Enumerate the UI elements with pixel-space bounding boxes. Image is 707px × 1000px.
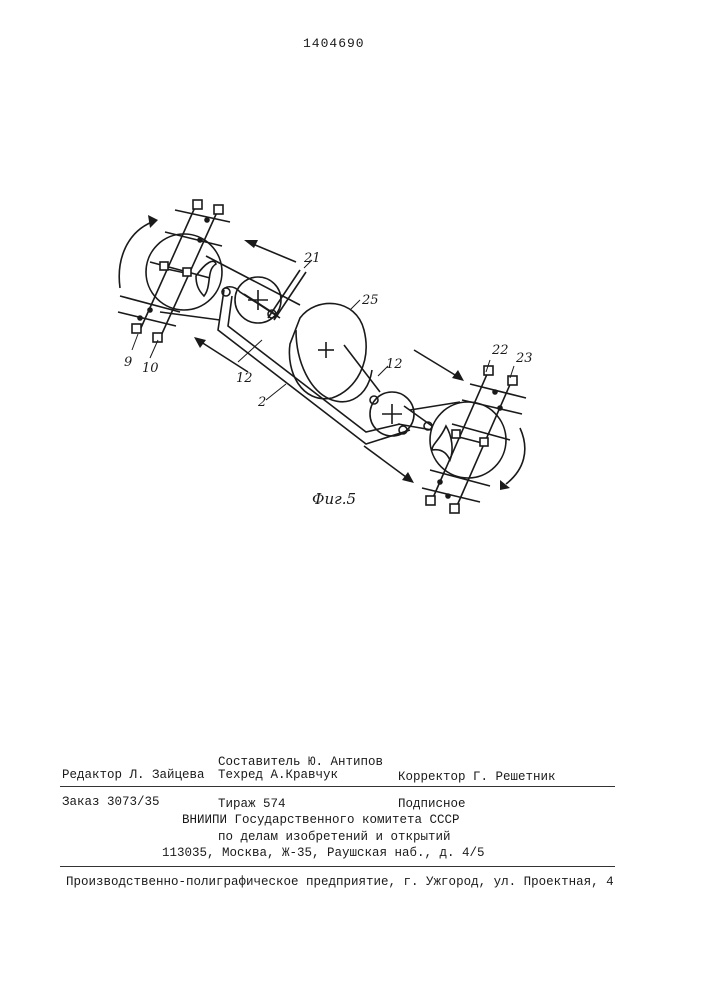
figure-caption: Фиг.5 [312, 490, 356, 508]
direction-arrows [194, 240, 464, 483]
org-line-2: по делам изобретений и открытий [218, 830, 451, 844]
label-21: 21 [303, 251, 321, 266]
rule-bottom [60, 866, 615, 867]
label-2: 2 [257, 395, 266, 410]
label-12-right: 12 [386, 357, 403, 372]
label-22: 22 [491, 343, 509, 358]
label-12-left: 12 [236, 371, 253, 386]
label-9: 9 [124, 355, 132, 370]
frame-2-inner [228, 296, 400, 432]
circulation-line: Тираж 574 [218, 797, 286, 811]
rotation-arrow-right [506, 428, 525, 484]
belt-upper-left [206, 256, 300, 305]
printer-line: Производственно-полиграфическое предприя… [66, 875, 614, 889]
org-address: 113035, Москва, Ж-35, Раушская наб., д. … [162, 846, 485, 860]
right-wheel [422, 366, 526, 513]
label-10: 10 [142, 361, 159, 376]
subscription-line: Подписное [398, 797, 466, 811]
frame-2-outer [218, 290, 410, 444]
left-wheel [118, 200, 230, 342]
label-25: 25 [361, 293, 379, 308]
editor-line: Редактор Л. Зайцева [62, 768, 205, 782]
corrector-line: Корректор Г. Решетник [398, 770, 556, 784]
figure-5-drawing: 21 25 12 12 2 9 10 22 23 Фиг.5 [0, 0, 707, 620]
compiler-line: Составитель Ю. Антипов [218, 755, 383, 769]
label-23: 23 [515, 351, 533, 366]
drum-25 [289, 303, 372, 401]
techred-line: Техред А.Кравчук [218, 768, 338, 782]
rule-top [60, 786, 615, 787]
order-line: Заказ 3073/35 [62, 795, 160, 809]
org-line-1: ВНИИПИ Государственного комитета СССР [182, 813, 460, 827]
